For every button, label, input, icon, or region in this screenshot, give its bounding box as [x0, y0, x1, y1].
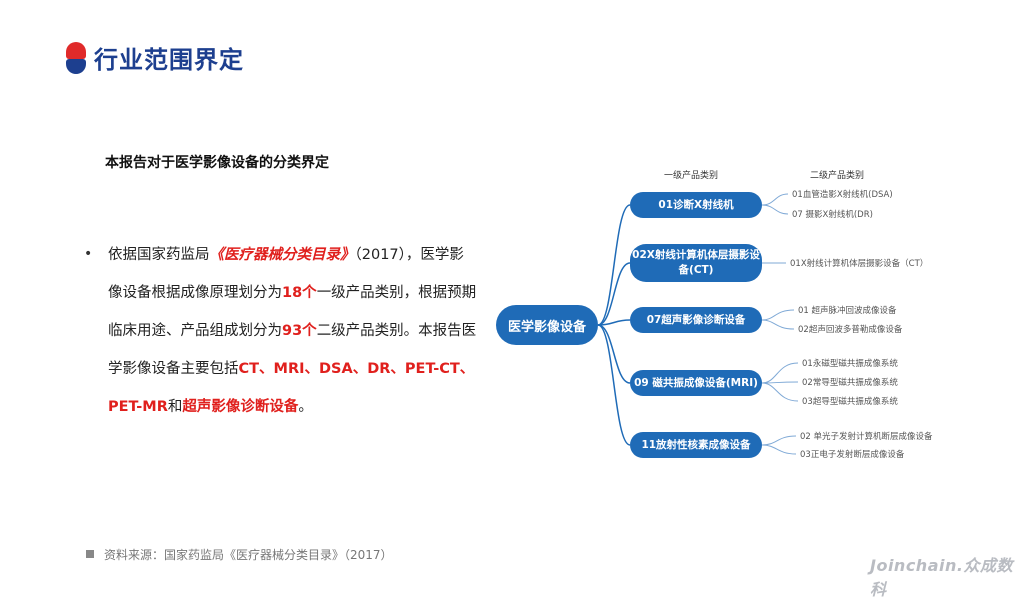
device-list: CT、MRI、DSA、DR、PET-CT、PET-MR — [108, 361, 475, 415]
leaf-ultrasound-pulse: 01 超声脉冲回波成像设备 — [798, 306, 897, 316]
para-text-1: 依据国家药监局 — [108, 247, 210, 263]
node-ultrasound: 07超声影像诊断设备 — [630, 307, 762, 333]
leaf-mri-superconducting: 03超导型磁共振成像系统 — [802, 397, 898, 407]
ultrasound-device: 超声影像诊断设备 — [182, 399, 299, 415]
leaf-spect: 02 单光子发射计算机断层成像设备 — [800, 432, 933, 442]
para-text-2: （2017），医学影像设备根据成像原理划分为 — [108, 247, 464, 301]
leaf-dr: 07 摄影X射线机(DR) — [792, 210, 873, 220]
section-subtitle: 本报告对于医学影像设备的分类界定 — [105, 155, 329, 171]
leaf-ultrasound-doppler: 02超声回波多普勒成像设备 — [798, 325, 903, 335]
leaf-ct: 01X射线计算机体层摄影设备（CT） — [790, 259, 929, 269]
watermark-logo: Joinchain.众成数科 — [870, 556, 1013, 599]
node-mri: 09 磁共振成像设备(MRI) — [630, 370, 762, 396]
leaf-mri-resistive: 02常导型磁共振成像系统 — [802, 378, 898, 388]
description-paragraph: 依据国家药监局《医疗器械分类目录》（2017），医学影像设备根据成像原理划分为1… — [108, 236, 478, 426]
leaf-dsa: 01血管造影X射线机(DSA) — [792, 190, 893, 200]
catalog-title: 《医疗器械分类目录》 — [209, 247, 355, 263]
page-title: 行业范围界定 — [94, 46, 244, 74]
para-text-3: 一级产品类别，根据预期临床用途、产品组成划分为 — [108, 285, 477, 339]
source-note: 资料来源：国家药监局《医疗器械分类目录》（2017） — [86, 546, 393, 563]
level2-count: 93个 — [282, 323, 317, 339]
level1-count: 18个 — [282, 285, 317, 301]
node-ct: 02X射线计算机体层摄影设备(CT) — [630, 244, 762, 282]
leaf-mri-permanent: 01永磁型磁共振成像系统 — [802, 359, 898, 369]
root-node: 医学影像设备 — [496, 305, 598, 345]
mindmap-connectors — [597, 193, 799, 455]
para-text-and: 和 — [167, 399, 183, 415]
source-text: 资料来源：国家药监局《医疗器械分类目录》（2017） — [104, 548, 393, 562]
para-text-end: 。 — [298, 399, 313, 415]
bullet-icon: • — [84, 246, 93, 262]
logo-icon — [66, 42, 86, 74]
header-level2: 二级产品类别 — [810, 171, 865, 181]
node-nuclear: 11放射性核素成像设备 — [630, 432, 762, 458]
node-diagnostic-xray: 01诊断X射线机 — [630, 192, 762, 218]
leaf-pet: 03正电子发射断层成像设备 — [800, 450, 905, 460]
header-level1: 一级产品类别 — [664, 171, 719, 181]
para-text-4: 二级产品类别。本报告医学影像设备主要包括 — [108, 323, 477, 377]
source-square-icon — [86, 550, 94, 558]
